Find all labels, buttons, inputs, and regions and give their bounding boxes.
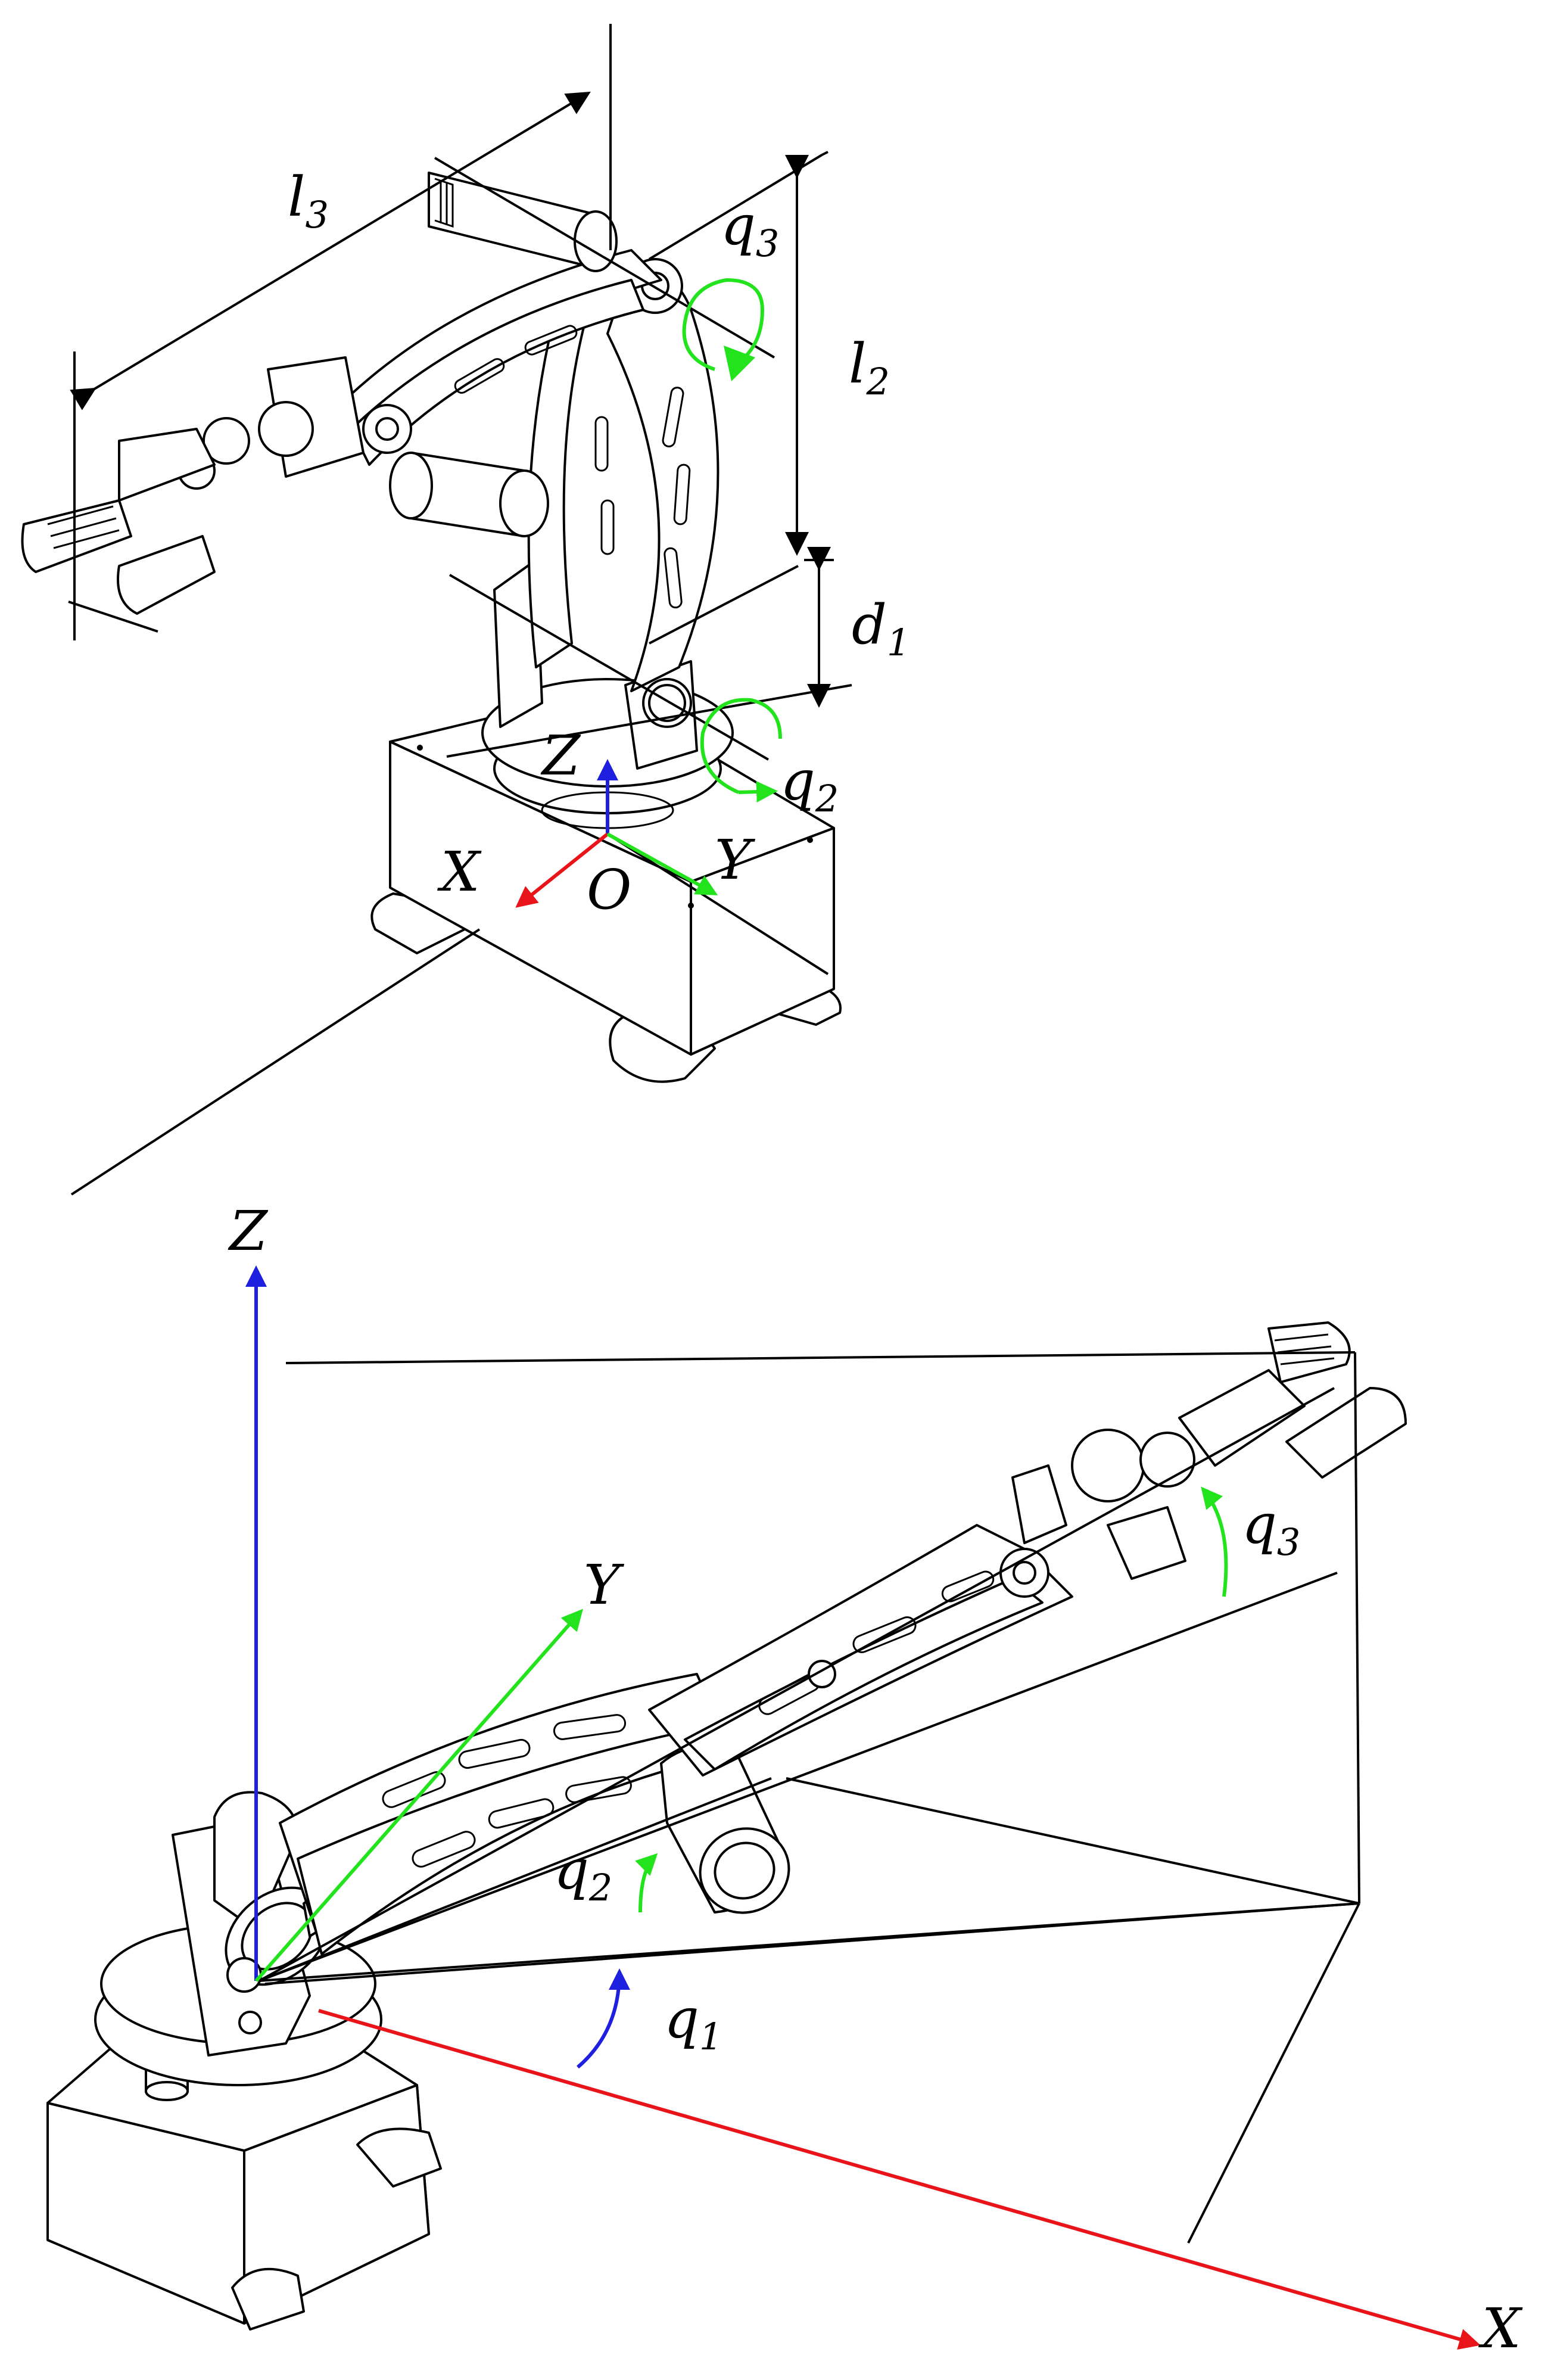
top-elbow-motor <box>428 172 618 272</box>
q2-rotation-arrow <box>635 1853 658 1913</box>
top-label-q2: q2 <box>780 749 839 820</box>
bottom-projection-lines <box>258 1351 1360 2244</box>
bottom-label-x: X <box>1478 2297 1523 2360</box>
bottom-gripper <box>1011 1321 1407 1580</box>
l3-dimension-arrow <box>70 91 591 410</box>
top-y-axis-arrow <box>606 832 718 895</box>
bottom-y-axis-arrow <box>254 1609 583 1982</box>
elbow-axis-line <box>434 157 775 359</box>
vertical-projection-line <box>1354 1352 1360 1904</box>
shoulder-ground-line <box>264 1902 1360 1985</box>
top-x-axis-arrow <box>515 832 609 908</box>
q3-rotation-arrow <box>1201 1486 1228 1597</box>
bottom-label-z: Z <box>228 1199 269 1263</box>
top-shoulder-motor <box>389 452 549 537</box>
bottom-label-q3: q3 <box>1242 1492 1300 1564</box>
top-label-x: X <box>437 840 482 904</box>
bottom-elbow-motor <box>660 1746 790 1914</box>
bottom-label-q2: q2 <box>554 1838 612 1909</box>
top-label-l3: l3 <box>288 165 329 237</box>
top-dimension-lines <box>68 24 852 1196</box>
q3-rotation-arrow <box>682 278 765 371</box>
q2-rotation-arrow <box>700 698 782 794</box>
elbow-to-corner-line <box>786 1777 1360 1905</box>
long-projection-line <box>70 928 481 1196</box>
shoulder-horizontal-line <box>649 565 799 645</box>
top-label-origin: O <box>587 858 631 922</box>
top-robot-drawing: l3 q3 l2 d1 q2 Z X Y O <box>21 24 910 1196</box>
top-gripper <box>21 356 365 615</box>
base-axis-line <box>606 833 829 975</box>
shoulder-axis-line <box>448 574 770 761</box>
top-label-l2: l2 <box>849 332 890 403</box>
shoulder-to-elbow-line <box>258 1777 772 1982</box>
top-label-d1: d1 <box>852 593 910 664</box>
top-projection-line <box>285 1351 1356 1364</box>
q3-arrowhead-icon <box>724 346 755 381</box>
bottom-label-y: Y <box>584 1553 625 1617</box>
top-label-z: Z <box>540 724 581 788</box>
arm-plane-top-line <box>258 1572 1338 1982</box>
shoulder-to-gripper-line <box>258 1387 1335 1982</box>
bottom-x-axis-arrow <box>318 2009 1481 2350</box>
top-forearm <box>332 249 662 466</box>
ground-projection-line <box>1187 1903 1360 2244</box>
bottom-label-q1: q1 <box>664 1987 722 2058</box>
base-top-line <box>446 684 852 758</box>
bottom-robot-drawing: Z Y X q1 q2 q3 <box>46 1199 1523 2360</box>
top-label-y: Y <box>715 828 756 892</box>
q1-rotation-arrow <box>577 1968 630 2069</box>
top-label-q3: q3 <box>721 194 779 265</box>
